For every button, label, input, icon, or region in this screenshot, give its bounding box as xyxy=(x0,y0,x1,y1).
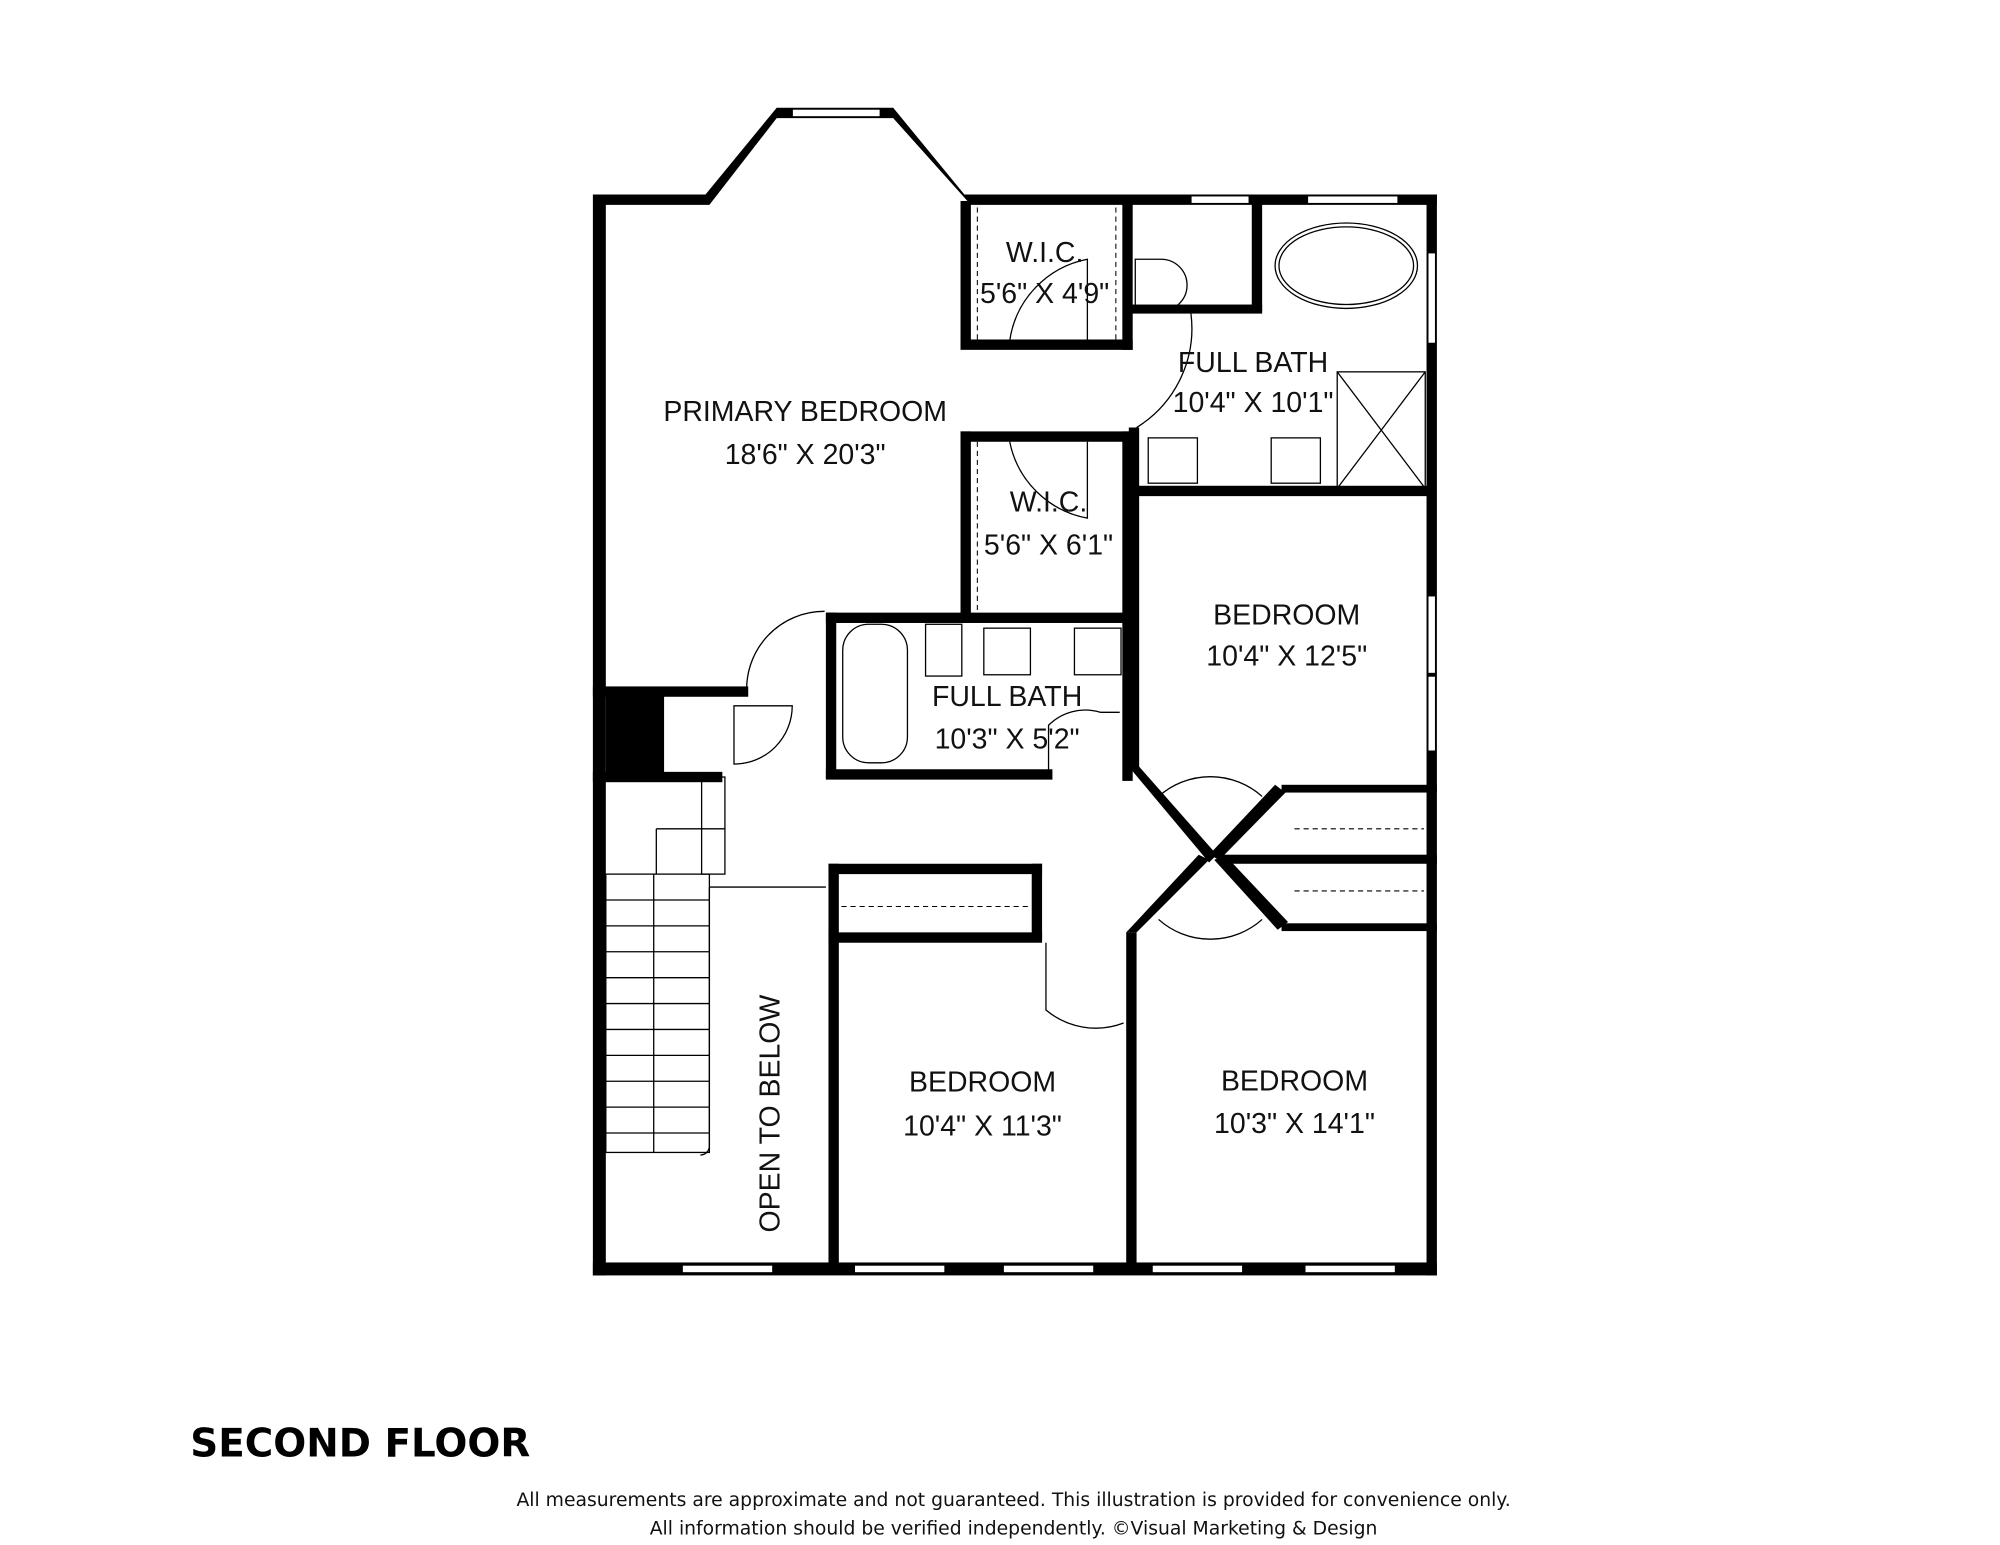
room-size: 10'3" X 5'2" xyxy=(935,724,1080,756)
disclaimer-line-1: All measurements are approximate and not… xyxy=(516,1490,1510,1511)
room-name: BEDROOM xyxy=(909,1067,1056,1099)
disclaimer-line-2: All information should be verified indep… xyxy=(650,1518,1378,1539)
room-name: W.I.C. xyxy=(1006,237,1084,269)
stairs xyxy=(605,873,711,1156)
room-size: 10'4" X 10'1" xyxy=(1173,387,1334,419)
room-name: BEDROOM xyxy=(1213,599,1360,631)
walls xyxy=(592,107,1437,1276)
open-to-below-label: OPEN TO BELOW xyxy=(754,995,786,1233)
room-name: W.I.C. xyxy=(1010,487,1088,519)
room-labels: PRIMARY BEDROOM 18'6" X 20'3" W.I.C. 5'6… xyxy=(663,237,1375,1233)
room-size: 10'4" X 11'3" xyxy=(903,1111,1062,1143)
room-name: FULL BATH xyxy=(1178,347,1328,379)
room-size: 10'4" X 12'5" xyxy=(1206,641,1367,673)
room-name: BEDROOM xyxy=(1221,1065,1368,1097)
fixtures xyxy=(605,207,1426,1156)
room-size: 5'6" X 4'9" xyxy=(980,278,1109,310)
room-name: PRIMARY BEDROOM xyxy=(663,396,947,428)
floor-title: SECOND FLOOR xyxy=(190,1422,530,1467)
room-size: 18'6" X 20'3" xyxy=(725,439,886,471)
room-size: 10'3" X 14'1" xyxy=(1214,1108,1375,1140)
windows xyxy=(681,108,1437,1274)
room-size: 5'6" X 6'1" xyxy=(984,529,1113,561)
room-name: FULL BATH xyxy=(932,681,1082,713)
